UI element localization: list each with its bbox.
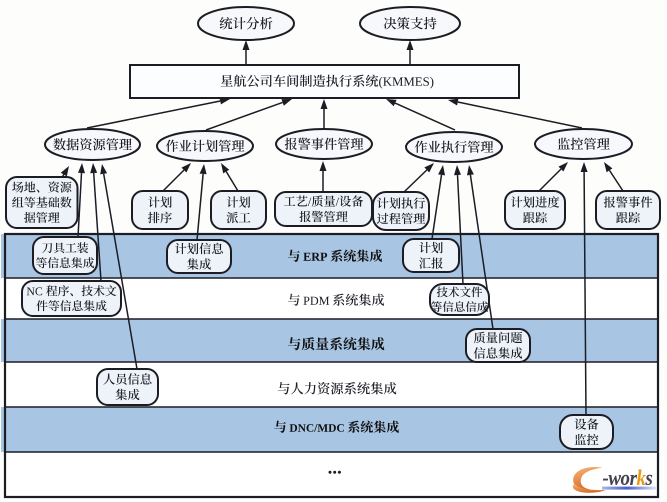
svg-text:-works: -works — [603, 465, 653, 490]
